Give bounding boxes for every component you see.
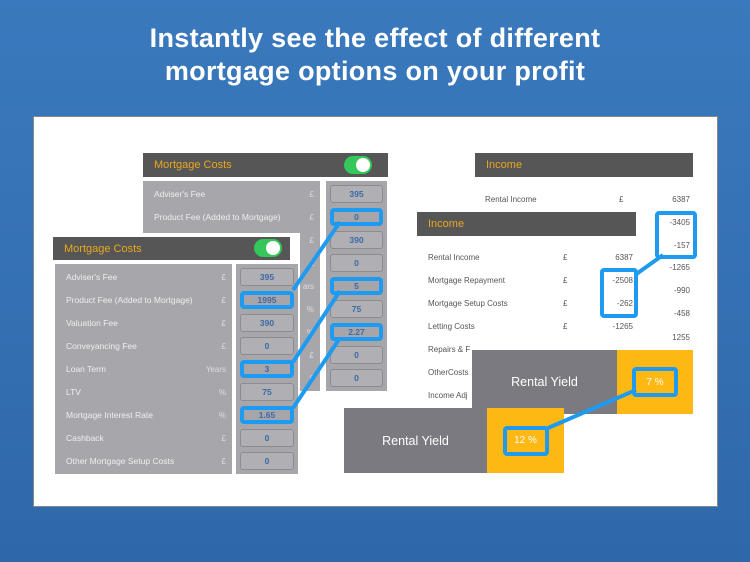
row-label: Product Fee (Added to Mortgage) (66, 295, 193, 305)
row-unit: £ (309, 236, 314, 245)
back-income-value: -990 (673, 286, 690, 295)
row-label: Other Mortgage Setup Costs (66, 456, 175, 466)
row-unit: % (218, 411, 226, 420)
row-unit: £ (221, 273, 226, 282)
value-input[interactable]: 1995 (240, 291, 294, 309)
income-row-unit: £ (563, 299, 568, 308)
row-unit: £ (221, 457, 226, 466)
back-mortgage-values: 395 0 390 0 5 75 2.27 0 0 (326, 181, 387, 391)
header-title: Mortgage Costs (154, 159, 232, 171)
back-income-value: -157 (673, 241, 690, 250)
income-row-label: Rental Income (428, 253, 480, 262)
row-label: Cashback (66, 433, 104, 443)
row-label: Mortgage Interest Rate (66, 410, 153, 420)
row-label: LTV (66, 387, 81, 397)
back-mortgage-toggle[interactable] (344, 156, 372, 174)
value-input[interactable]: 1.65 (240, 406, 294, 424)
title-line-1: Instantly see the effect of different (149, 23, 601, 53)
front-mortgage-toggle[interactable] (254, 239, 282, 257)
back-rental-income-unit: £ (619, 195, 624, 204)
row-unit: ars (302, 282, 314, 291)
front-mortgage-values: 395 1995 390 0 3 75 1.65 0 0 (236, 264, 298, 474)
header-title: Mortgage Costs (64, 242, 142, 255)
income-row-unit: £ (563, 322, 568, 331)
row-unit: £ (309, 351, 314, 360)
row-unit: £ (309, 259, 314, 268)
value-input[interactable]: 390 (240, 314, 294, 332)
income-row-label: Mortgage Setup Costs (428, 299, 508, 308)
rental-yield-value: 7 % (632, 367, 678, 397)
income-row-label: Income Adj (428, 391, 468, 400)
back-rental-income-label: Rental Income (485, 195, 537, 204)
value-input[interactable]: 2.27 (330, 323, 383, 341)
header-title: Income (486, 159, 523, 171)
row-unit: Years (205, 365, 226, 374)
row-unit: £ (221, 434, 226, 443)
row-unit: £ (309, 190, 314, 199)
title-line-2: mortgage options on your profit (164, 56, 586, 86)
row-unit: % (306, 305, 314, 314)
rental-yield-label: Rental Yield (344, 408, 487, 473)
back-income-value: -1265 (669, 263, 690, 272)
row-label: Loan Term (66, 364, 107, 374)
income-row-label: Letting Costs (428, 322, 475, 331)
income-row-value: 6387 (615, 253, 633, 262)
value-input[interactable]: 0 (330, 346, 383, 364)
back-income-value: 1255 (672, 333, 690, 342)
front-mortgage-labels: Adviser's Fee £ Product Fee (Added to Mort… (55, 264, 232, 474)
front-rental-yield: Rental Yield 12 % (344, 408, 564, 473)
income-row-unit: £ (563, 253, 568, 262)
header-title: Income (428, 218, 465, 230)
value-input[interactable]: 0 (330, 254, 383, 272)
page-title: Instantly see the effect of different mo… (0, 22, 750, 88)
row-label: Product Fee (Added to Mortgage) (154, 212, 281, 222)
value-input[interactable]: 0 (330, 369, 383, 387)
front-income-highlight (600, 268, 638, 318)
income-row-label: OtherCosts (428, 368, 469, 377)
income-row-value: -2508 (612, 276, 633, 285)
row-unit: £ (309, 374, 314, 383)
value-input[interactable]: 75 (330, 300, 383, 318)
row-unit: % (218, 388, 226, 397)
income-row-value: -1265 (612, 322, 633, 331)
value-input[interactable]: 390 (330, 231, 383, 249)
value-input[interactable]: 395 (330, 185, 383, 203)
income-row-label: Mortgage Repayment (428, 276, 505, 285)
front-mortgage-header: Mortgage Costs (53, 237, 290, 260)
back-income-value: -3405 (669, 218, 690, 227)
row-label: Valuation Fee (66, 318, 118, 328)
front-income-header: Income (417, 212, 636, 236)
row-label: Conveyancing Fee (66, 341, 137, 351)
value-input[interactable]: 0 (240, 452, 294, 470)
back-income-value: -458 (673, 309, 690, 318)
back-rental-yield: Rental Yield 7 % (472, 350, 693, 414)
row-unit: £ (221, 319, 226, 328)
back-income-highlight (655, 211, 697, 259)
income-row-label: Repairs & F (428, 345, 471, 354)
value-input[interactable]: 0 (330, 208, 383, 226)
value-input[interactable]: 0 (240, 429, 294, 447)
row-label: Adviser's Fee (154, 189, 206, 199)
rental-yield-value: 12 % (502, 425, 549, 456)
row-unit: £ (221, 342, 226, 351)
row-unit: % (306, 328, 314, 337)
income-row-unit: £ (563, 276, 568, 285)
rental-yield-label: Rental Yield (472, 350, 617, 414)
value-input[interactable]: 5 (330, 277, 383, 295)
value-input[interactable]: 0 (240, 337, 294, 355)
back-income-header: Income (475, 153, 693, 177)
row-unit: £ (309, 213, 314, 222)
value-input[interactable]: 395 (240, 268, 294, 286)
back-income-value: 6387 (672, 195, 690, 204)
value-input[interactable]: 75 (240, 383, 294, 401)
row-unit: £ (221, 296, 226, 305)
row-label: Adviser's Fee (66, 272, 118, 282)
income-row-value: -262 (616, 299, 633, 308)
value-input[interactable]: 3 (240, 360, 294, 378)
